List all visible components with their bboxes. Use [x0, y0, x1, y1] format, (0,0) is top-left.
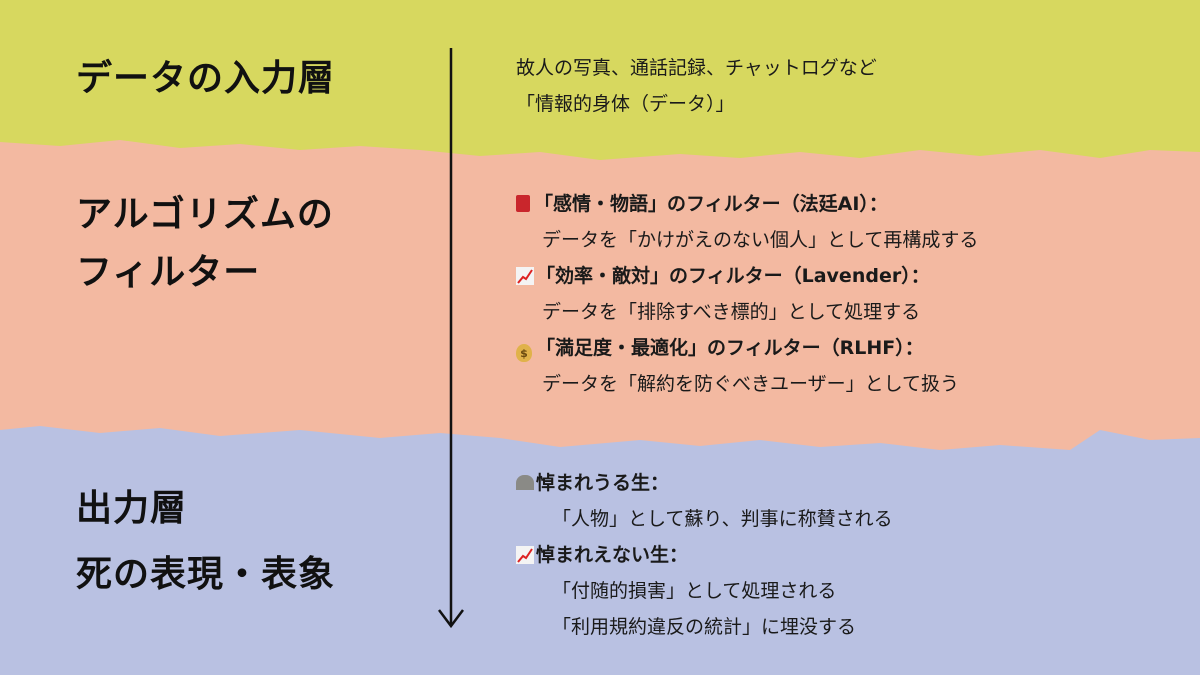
chart-increasing-icon [516, 267, 534, 285]
filter-item-satisfaction: $「満足度・最適化」のフィルター（RLHF）： [516, 330, 978, 366]
output-layer-title: 出力層 死の表現・表象 [76, 476, 335, 608]
output-layer-title-line: 死の表現・表象 [76, 554, 336, 595]
ungrievable-life-heading: 悼まれえない生： [516, 537, 893, 573]
filter-heading: 「満足度・最適化」のフィルター（RLHF）： [536, 337, 924, 359]
filter-item-efficiency: 「効率・敵対」のフィルター（Lavender）： [516, 258, 978, 294]
input-layer-line: 「情報的身体（データ）」 [516, 93, 735, 115]
filter-detail: データを「解約を防ぐべきユーザー」として扱う [542, 373, 960, 395]
filter-item-emotion: 「感情・物語」のフィルター（法廷AI）： [516, 186, 978, 222]
output-list: 悼まれうる生： 「人物」として蘇り、判事に称賛される 悼まれえない生： 「付随的… [516, 465, 893, 645]
grievable-life-heading: 悼まれうる生： [516, 465, 893, 501]
input-layer-description: 故人の写真、通話記録、チャットログなど 「情報的身体（データ）」 [516, 50, 877, 122]
filter-layer-band [0, 130, 1200, 450]
input-layer-line: 故人の写真、通話記録、チャットログなど [516, 57, 877, 79]
filter-layer-title: アルゴリズムの フィルター [76, 186, 334, 302]
filter-detail: データを「かけがえのない個人」として再構成する [542, 229, 979, 251]
flow-arrow-head-icon [438, 609, 464, 629]
input-layer-title: データの入力層 [76, 58, 336, 99]
headstone-icon [516, 475, 534, 490]
filter-heading: 「効率・敵対」のフィルター（Lavender）： [536, 265, 930, 287]
output-detail: 「人物」として蘇り、判事に称賛される [552, 508, 893, 530]
filter-layer-title-line: アルゴリズムの [76, 194, 334, 235]
filter-layer-title-line: フィルター [76, 252, 261, 293]
output-heading: 悼まれえない生： [536, 544, 689, 566]
money-bag-icon: $ [516, 344, 532, 362]
chart-increasing-icon [516, 546, 534, 564]
filter-list: 「感情・物語」のフィルター（法廷AI）： データを「かけがえのない個人」として再… [516, 186, 978, 402]
output-layer-title-line: 出力層 [76, 488, 188, 529]
filter-heading: 「感情・物語」のフィルター（法廷AI）： [534, 193, 888, 215]
output-detail: 「付随的損害」として処理される [552, 580, 837, 602]
filter-detail: データを「排除すべき標的」として処理する [542, 301, 921, 323]
output-detail: 「利用規約違反の統計」に埋没する [552, 616, 857, 638]
output-heading: 悼まれうる生： [536, 472, 670, 494]
book-icon [516, 195, 530, 212]
input-layer-band [0, 0, 1200, 160]
